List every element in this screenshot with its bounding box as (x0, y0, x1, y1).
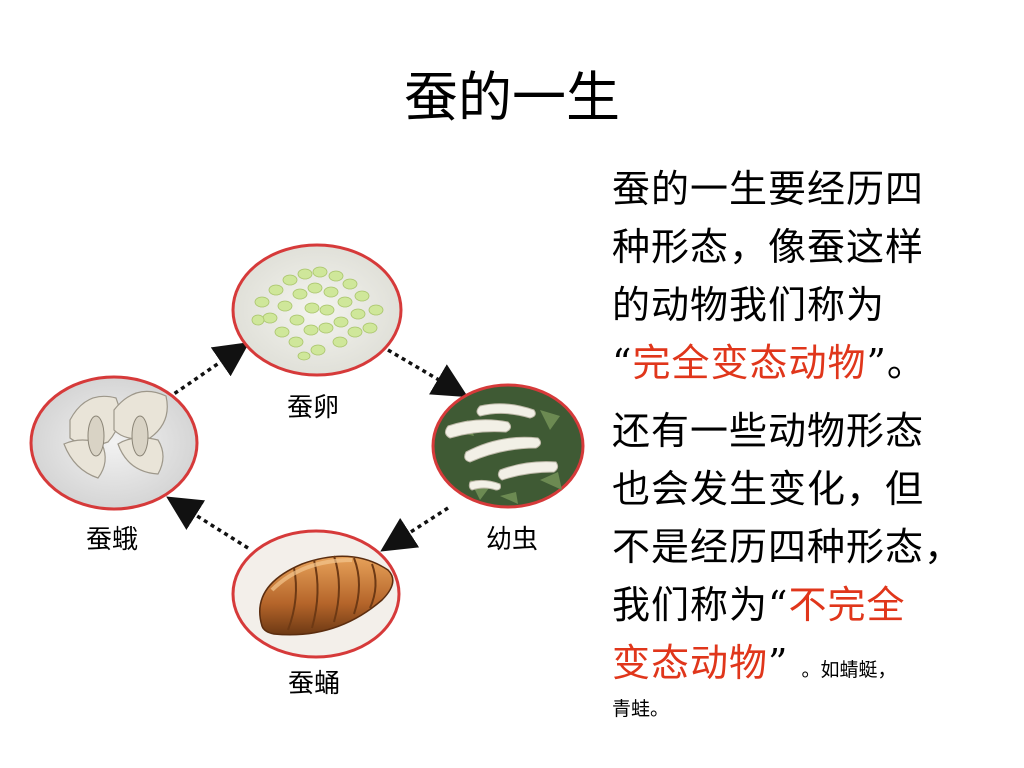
arrow-moth-to-egg (167, 342, 250, 400)
paragraph2-line: 也会发生变化，但 (612, 467, 925, 511)
paragraph2-line: 还有一些动物形态 (612, 409, 925, 453)
paragraph1-line: “完全变态动物”。 (612, 334, 1012, 392)
larva-stage-image (431, 383, 585, 509)
complete-metamorphosis-term: 完全变态动物 (632, 341, 867, 385)
paragraph1-line: 的动物我们称为 (612, 283, 886, 327)
explanation-text: 蚕的一生要经历四 种形态，像蚕这样 的动物我们称为 “完全变态动物”。 还有一些… (612, 160, 1012, 736)
arrow-egg-to-larva (387, 348, 469, 398)
stage-label-egg: 蚕卵 (287, 393, 339, 423)
complete-metamorphosis-paragraph: 蚕的一生要经历四 种形态，像蚕这样 的动物我们称为 “完全变态动物”。 (612, 160, 1012, 392)
quote-close: ” (768, 641, 789, 685)
example-text: 。如蜻蜓， (801, 659, 897, 681)
incomplete-metamorphosis-term-part2: 变态动物 (612, 641, 769, 685)
stage-label-moth: 蚕蛾 (86, 525, 138, 555)
stage-label-larva: 幼虫 (486, 525, 538, 555)
paragraph1-line: 种形态，像蚕这样 (612, 225, 925, 269)
quote-open: “ (612, 341, 633, 385)
paragraph2-line: 不是经历四种形态， (612, 525, 964, 569)
quote-close: ”。 (866, 341, 926, 385)
incomplete-metamorphosis-term-part1: 不完全 (788, 583, 906, 627)
stage-label-pupa: 蚕蛹 (288, 669, 340, 699)
egg-stage-image (231, 243, 403, 377)
paragraph2-line: 我们称为“不完全 (612, 576, 1012, 634)
incomplete-metamorphosis-paragraph: 还有一些动物形态 也会发生变化，但 不是经历四种形态， 我们称为“不完全 变态动… (612, 402, 1012, 726)
pupa-stage-image (231, 529, 401, 659)
paragraph2-line: 变态动物” 。如蜻蜓， (612, 634, 1012, 692)
arrow-larva-to-pupa (380, 506, 449, 552)
arrow-pupa-to-moth (166, 496, 249, 550)
page-title: 蚕的一生 (404, 66, 620, 129)
paragraph2-prefix: 我们称为“ (612, 583, 789, 627)
example-text-continued: 青蛙。 (612, 698, 670, 720)
life-cycle-diagram: 蚕卵 幼虫 蚕蛹 (29, 243, 585, 699)
moth-stage-image (29, 375, 199, 511)
paragraph1-line: 蚕的一生要经历四 (612, 167, 925, 211)
